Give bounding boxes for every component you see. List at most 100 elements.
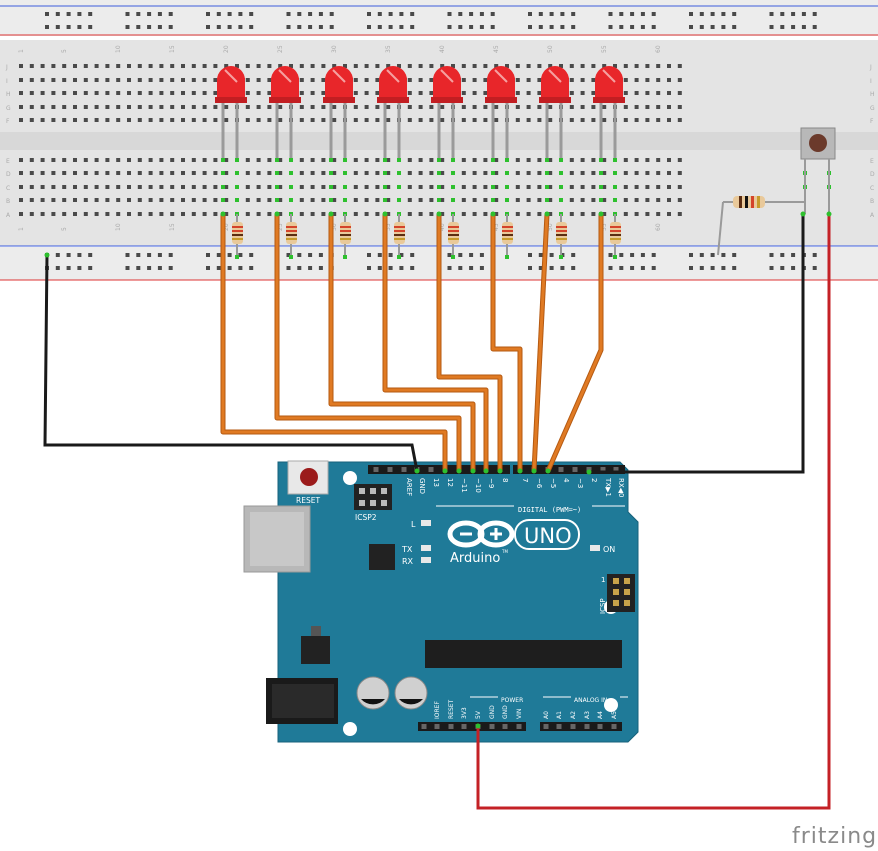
- breadboard-hole: [159, 198, 164, 202]
- model-label: UNO: [524, 524, 572, 548]
- connected-hole: [397, 198, 401, 202]
- rail-hole: [640, 266, 645, 270]
- resistor-band: [232, 226, 243, 228]
- rail-hole: [447, 12, 452, 16]
- rail-hole: [329, 12, 334, 16]
- resistor-body: [502, 222, 513, 244]
- breadboard-hole: [73, 212, 77, 216]
- breadboard-hole: [299, 64, 304, 68]
- digital-pin-label: GND: [418, 478, 426, 494]
- breadboard-hole: [159, 105, 164, 109]
- breadboard-hole: [62, 212, 67, 216]
- led-l: [421, 520, 431, 526]
- resistor-band: [751, 196, 754, 208]
- breadboard-hole: [159, 64, 164, 68]
- resistor-band: [394, 230, 405, 232]
- breadboard-hole: [278, 198, 283, 202]
- connected-hole: [491, 158, 495, 162]
- breadboard-hole: [591, 212, 596, 216]
- column-number: 60: [655, 223, 662, 231]
- wire-end: [544, 211, 550, 217]
- led-body: [325, 78, 353, 100]
- digital-pin-label: RX◀0: [617, 478, 625, 498]
- breadboard-hole: [580, 91, 585, 95]
- breadboard-hole: [548, 158, 553, 162]
- led-body: [271, 78, 299, 100]
- breadboard-hole: [51, 158, 56, 162]
- connected-hole: [505, 198, 509, 202]
- breadboard-hole: [62, 105, 67, 109]
- rail-hole: [791, 25, 796, 29]
- breadboard-hole: [278, 171, 283, 175]
- breadboard-hole: [526, 158, 531, 162]
- wire-end: [436, 211, 442, 217]
- connected-hole: [613, 171, 617, 175]
- breadboard-hole: [515, 91, 520, 95]
- black-wire-gnd: [43, 254, 419, 472]
- breadboard-hole: [148, 158, 153, 162]
- row-letter: F: [6, 118, 10, 125]
- breadboard-hole: [116, 212, 121, 216]
- breadboard-hole: [526, 198, 531, 202]
- row-letter: H: [6, 91, 11, 98]
- rail-hole: [651, 266, 656, 270]
- breadboard-hole: [170, 118, 175, 122]
- breadboard-hole: [62, 158, 67, 162]
- breadboard-hole: [429, 78, 434, 82]
- resistor-band: [394, 238, 405, 240]
- breadboard-hole: [256, 64, 261, 68]
- wire-end: [274, 211, 280, 217]
- breadboard-hole: [267, 158, 272, 162]
- icsp2-label: ICSP2: [355, 513, 377, 522]
- breadboard-hole: [310, 105, 315, 109]
- regulator-tab: [311, 626, 321, 636]
- led-body: [487, 78, 515, 100]
- led-rim: [593, 97, 625, 103]
- icsp-pin: [624, 578, 630, 584]
- connected-hole: [451, 255, 455, 259]
- breadboard-hole: [353, 158, 358, 162]
- rail-hole: [447, 253, 452, 257]
- breadboard-hole: [580, 118, 585, 122]
- rail-hole: [136, 266, 141, 270]
- connected-hole: [491, 185, 495, 189]
- orange-wire: [437, 214, 502, 471]
- rail-hole: [630, 12, 635, 16]
- breadboard-hole: [159, 118, 164, 122]
- column-number: 35: [385, 45, 392, 53]
- digital-pin-label: ~6: [535, 478, 543, 489]
- breadboard-hole: [591, 105, 596, 109]
- rail-hole: [216, 12, 221, 16]
- rail-hole: [710, 266, 715, 270]
- breadboard-hole: [656, 185, 661, 189]
- rail-hole: [216, 25, 221, 29]
- breadboard-hole: [375, 118, 380, 122]
- column-number: 30: [331, 223, 338, 231]
- connected-hole: [235, 158, 239, 162]
- led-body: [433, 78, 461, 100]
- breadboard-hole: [667, 78, 671, 82]
- connected-hole: [235, 185, 239, 189]
- breadboard-hole: [202, 212, 207, 216]
- breadboard-hole: [202, 118, 207, 122]
- breadboard-hole: [472, 118, 477, 122]
- led-highlight: [548, 69, 562, 83]
- top-rail-holes: [45, 12, 817, 29]
- rail-hole: [469, 25, 474, 29]
- breadboard-hole: [407, 171, 412, 175]
- rail-hole: [479, 253, 484, 257]
- breadboard-hole: [591, 91, 596, 95]
- breadboard-hole: [472, 78, 477, 82]
- breadboard-hole: [213, 91, 218, 95]
- arduino-logo: [447, 520, 515, 548]
- breadboard-hole: [127, 212, 131, 216]
- breadboard-hole: [623, 158, 628, 162]
- breadboard-hole: [148, 105, 153, 109]
- analog-pin-label: A2: [570, 711, 577, 719]
- breadboard-hole: [677, 185, 682, 189]
- rail-hole: [619, 253, 624, 257]
- breadboard-hole: [418, 212, 423, 216]
- connected-hole: [383, 185, 387, 189]
- resistor-band: [448, 226, 459, 228]
- connected-hole: [289, 158, 293, 162]
